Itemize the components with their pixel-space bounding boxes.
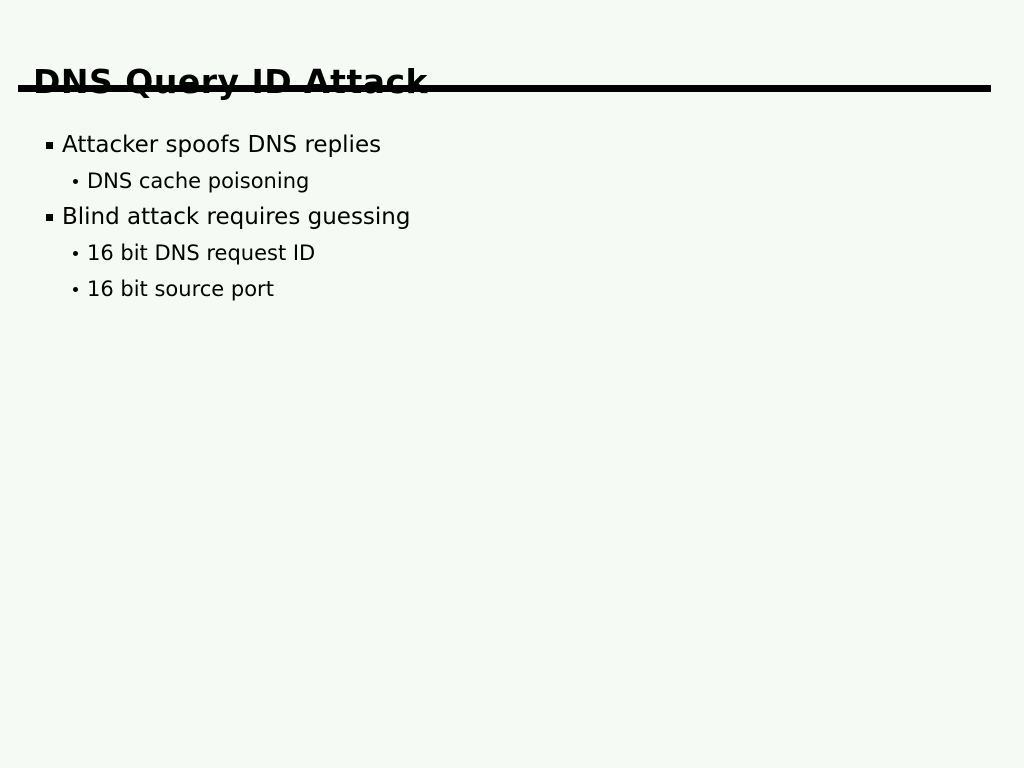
round-bullet-icon bbox=[73, 178, 78, 184]
bullet-item: 16 bit DNS request ID bbox=[0, 235, 1000, 271]
square-bullet-icon bbox=[46, 141, 53, 149]
bullet-item: Attacker spoofs DNS replies bbox=[0, 127, 1000, 163]
bullet-text: Attacker spoofs DNS replies bbox=[62, 132, 382, 158]
bullet-item: Blind attack requires guessing bbox=[0, 199, 1000, 235]
square-bullet-icon bbox=[46, 213, 53, 221]
slide-title: DNS Query ID Attack bbox=[33, 62, 428, 102]
bullet-item: DNS cache poisoning bbox=[0, 163, 1000, 199]
round-bullet-icon bbox=[73, 250, 78, 256]
bullet-list: Attacker spoofs DNS replies DNS cache po… bbox=[0, 127, 1000, 307]
bullet-text: 16 bit DNS request ID bbox=[87, 241, 316, 265]
bullet-text: Blind attack requires guessing bbox=[62, 204, 411, 230]
bullet-text: 16 bit source port bbox=[87, 277, 274, 301]
bullet-item: 16 bit source port bbox=[0, 271, 1000, 307]
round-bullet-icon bbox=[73, 286, 78, 292]
bullet-text: DNS cache poisoning bbox=[87, 169, 310, 193]
title-rule-divider bbox=[18, 85, 991, 92]
